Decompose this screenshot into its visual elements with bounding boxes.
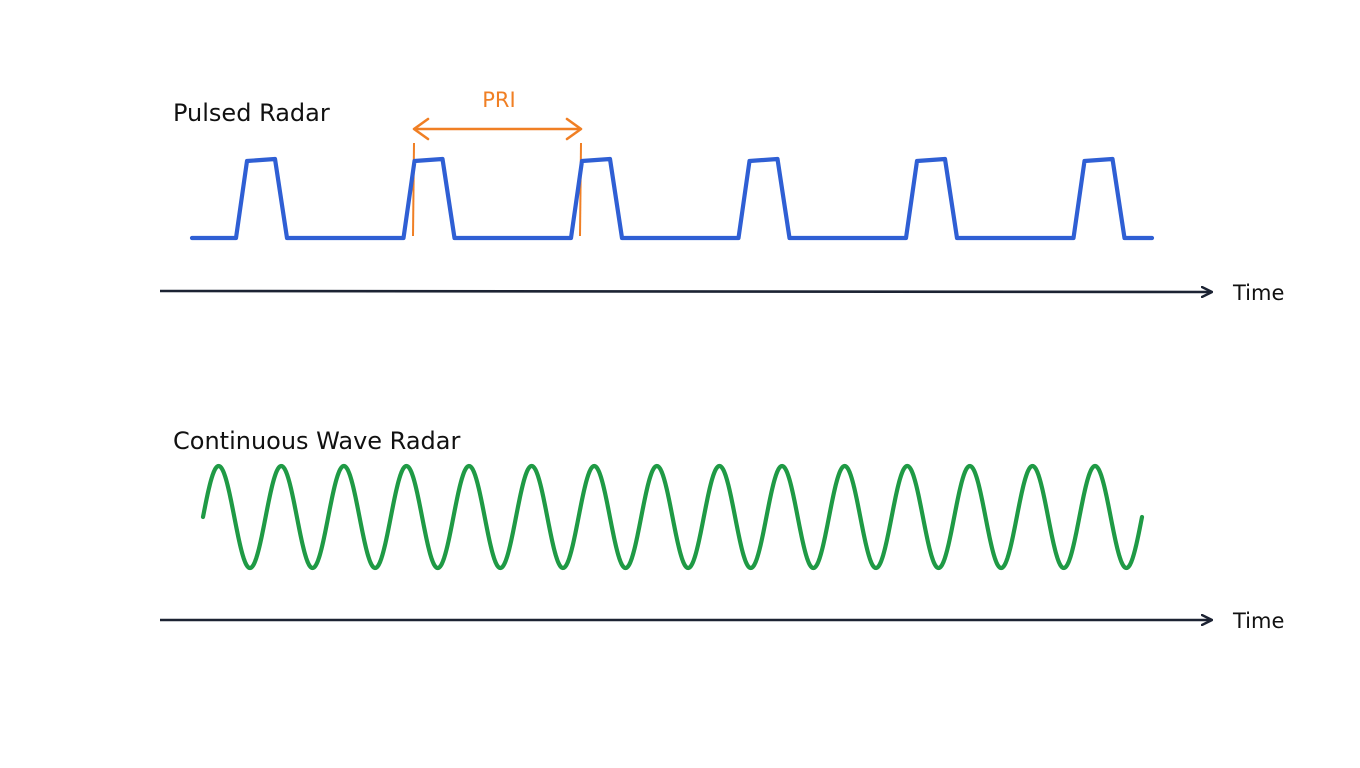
pulsed-time-axis-label: Time bbox=[1232, 281, 1284, 305]
pulsed-time-axis bbox=[159, 291, 1212, 292]
pri-left-marker bbox=[412, 142, 415, 237]
pulse-waveform bbox=[189, 156, 1155, 241]
pri-annotation: PRI bbox=[412, 88, 583, 237]
pri-right-arrowhead bbox=[565, 117, 583, 141]
pri-right-marker bbox=[579, 142, 582, 237]
continuous-wave-title: Continuous Wave Radar bbox=[173, 427, 460, 455]
continuous-sine-waveform bbox=[200, 463, 1145, 571]
pulsed-radar-title: Pulsed Radar bbox=[173, 99, 330, 127]
pri-label: PRI bbox=[482, 88, 515, 112]
pulsed-radar-section: Pulsed Radar PRI Time bbox=[159, 88, 1284, 305]
pri-left-arrowhead bbox=[412, 117, 430, 141]
continuous-time-axis-label: Time bbox=[1232, 609, 1284, 633]
continuous-wave-section: Continuous Wave Radar Time bbox=[160, 427, 1284, 633]
